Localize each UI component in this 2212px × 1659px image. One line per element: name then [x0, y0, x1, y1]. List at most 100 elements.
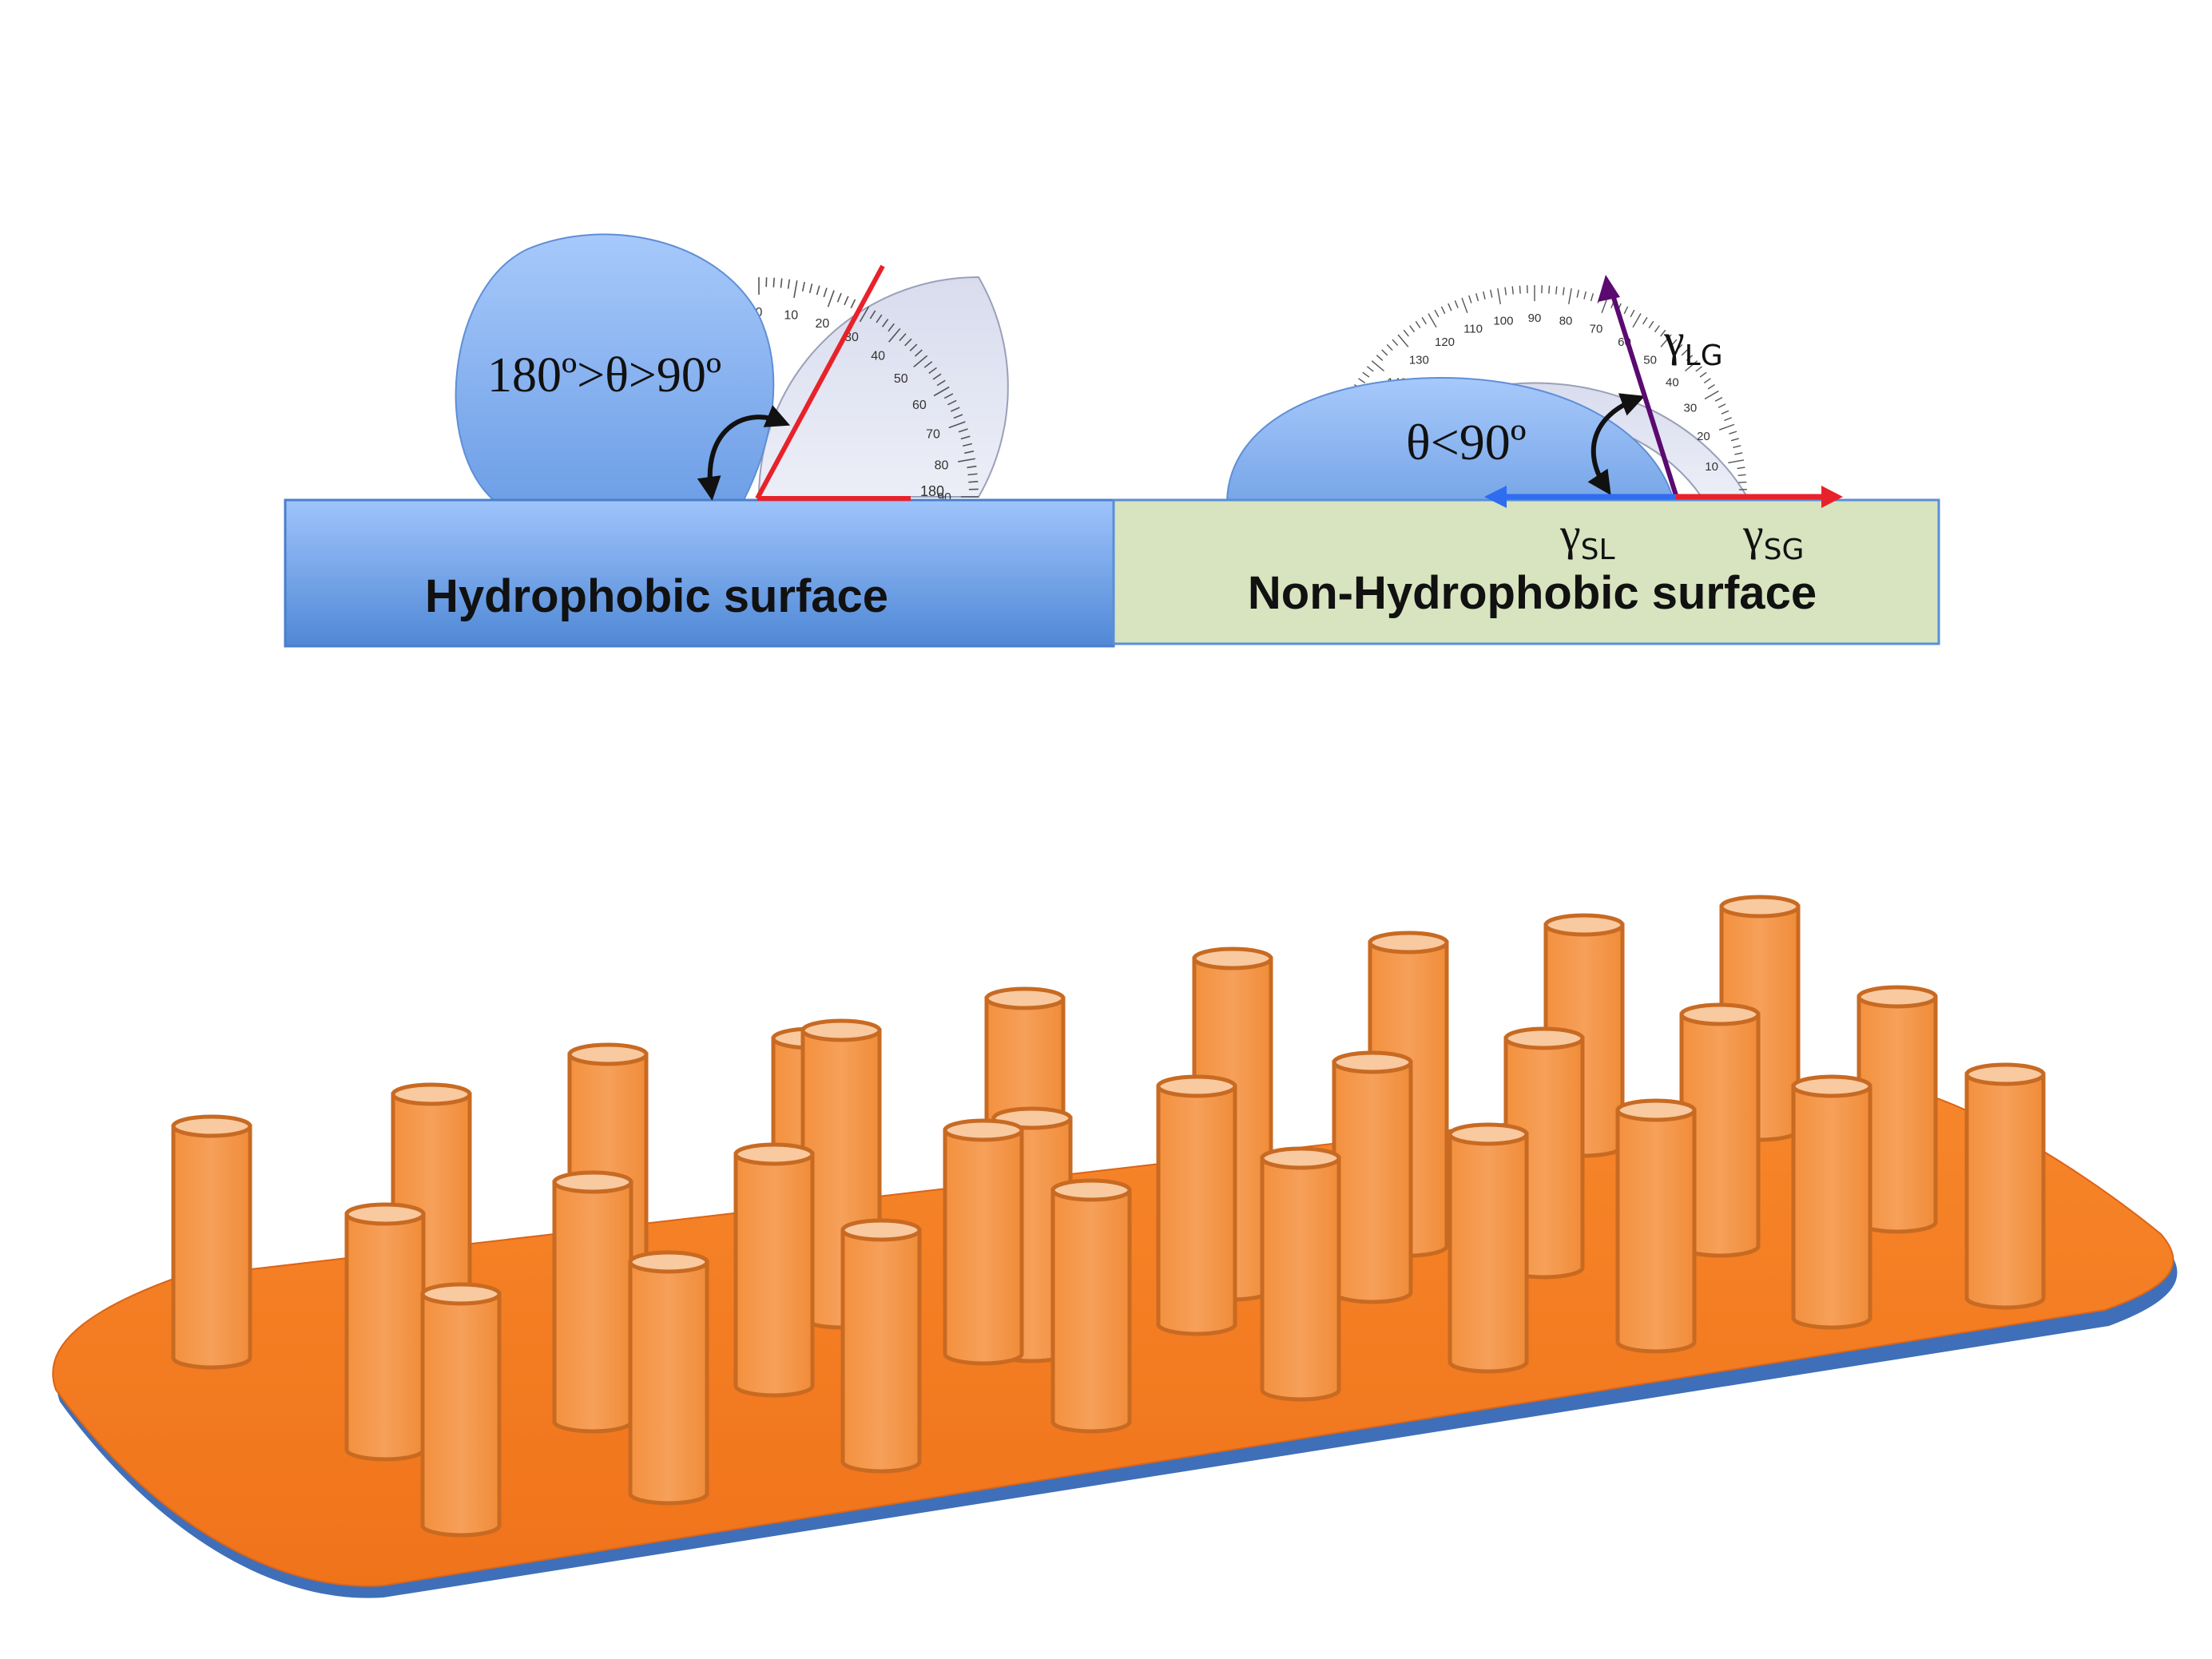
protractor-right-tick	[1448, 304, 1452, 311]
pillar-body	[1618, 1110, 1694, 1351]
pillar-cap	[1722, 897, 1798, 916]
protractor-right-tick	[1708, 385, 1714, 389]
protractor-left-tick	[824, 288, 827, 296]
pillar-body	[1450, 1134, 1527, 1371]
protractor-right-tick	[1728, 460, 1744, 462]
pillar	[1158, 1077, 1235, 1334]
pillar-cap	[423, 1284, 499, 1304]
protractor-right-tick	[1733, 446, 1741, 447]
protractor-right-label: 50	[1643, 354, 1657, 367]
protractor-right-tick	[1505, 288, 1506, 296]
protractor-right-tick	[1358, 379, 1364, 383]
pillar-cap	[1370, 933, 1447, 952]
protractor-right-tick	[1705, 391, 1718, 399]
pillar-cap	[1546, 915, 1622, 935]
protractor-right-label: 100	[1493, 314, 1513, 327]
protractor-right-tick	[1428, 314, 1436, 327]
pillar	[1793, 1077, 1870, 1328]
protractor-right-tick	[1700, 372, 1706, 377]
protractor-left-tick	[803, 282, 804, 292]
protractor-left-label: 20	[815, 317, 829, 331]
pillar	[945, 1121, 1022, 1363]
pillar	[630, 1252, 707, 1503]
protractor-right-tick	[1731, 439, 1739, 441]
protractor-right-tick	[1722, 411, 1729, 414]
pillar-cap	[554, 1173, 631, 1192]
pillar	[736, 1145, 812, 1395]
protractor-right-tick	[1549, 286, 1550, 294]
protractor-left-tick	[838, 293, 841, 302]
protractor-right-tick	[1387, 344, 1392, 350]
protractor-right-tick	[1422, 317, 1426, 323]
protractor-right-tick	[1719, 424, 1734, 430]
protractor-right-tick	[1398, 335, 1408, 347]
protractor-right-label: 130	[1409, 354, 1429, 367]
pillar-body	[1158, 1086, 1235, 1334]
protractor-right-tick	[1455, 300, 1458, 308]
protractor-right-tick	[1491, 290, 1492, 298]
pillar-body	[736, 1154, 812, 1395]
pillar	[554, 1173, 631, 1431]
protractor-right-tick	[1404, 330, 1408, 336]
protractor-right-tick	[1624, 307, 1627, 314]
non-hydrophobic-angle-label: θ<90º	[1406, 414, 1527, 470]
hydrophobic-panel: 0102030405060708090 180 Hydrophobic surf…	[285, 234, 1114, 646]
pillar	[1450, 1125, 1527, 1371]
protractor-right-tick	[1363, 372, 1369, 377]
protractor-left-tick	[816, 286, 819, 296]
pillar-cap	[173, 1117, 250, 1136]
pillar-cap	[1158, 1077, 1235, 1096]
pillar	[1053, 1181, 1130, 1431]
protractor-right-tick	[1569, 288, 1571, 304]
protractor-right-tick	[1441, 307, 1444, 314]
protractor-right-tick	[1410, 326, 1415, 332]
protractor-right-tick	[1734, 453, 1742, 454]
pillar	[423, 1284, 499, 1535]
protractor-right-label: 80	[1559, 314, 1573, 327]
pillar-cap	[987, 989, 1063, 1008]
protractor-right-tick	[1469, 296, 1471, 304]
pillar-cap	[1682, 1005, 1758, 1024]
protractor-right-tick	[1435, 310, 1439, 317]
protractor-left-end-label: 180	[920, 483, 944, 499]
pillar	[843, 1220, 919, 1471]
pillar-cap	[570, 1045, 646, 1064]
pillar-cap	[630, 1252, 707, 1272]
protractor-right-tick	[1382, 350, 1388, 355]
protractor-left-tick	[851, 300, 855, 308]
non-hydrophobic-panel: 1020304050607080901001101201301401501601…	[1114, 275, 1939, 644]
pillar	[1262, 1149, 1339, 1399]
pillar	[347, 1205, 423, 1459]
protractor-left-tick	[780, 279, 781, 288]
protractor-left-tick	[844, 296, 848, 305]
pillar-cap	[347, 1205, 423, 1224]
protractor-right-tick	[1630, 310, 1634, 317]
pillar-cap	[1506, 1029, 1583, 1048]
protractor-right-tick	[1738, 474, 1746, 475]
protractor-left-tick	[794, 280, 797, 298]
protractor-right-tick	[1392, 339, 1398, 345]
pillar-body	[1053, 1190, 1130, 1431]
pillar-array	[53, 897, 2177, 1598]
protractor-right-tick	[1372, 361, 1384, 371]
protractor-left-label: 80	[935, 459, 949, 473]
protractor-right-tick	[1654, 326, 1659, 332]
pillar-body	[1334, 1062, 1411, 1302]
gamma-lg-arrowhead	[1598, 275, 1620, 302]
protractor-right-label: 10	[1705, 460, 1718, 474]
pillar-cap	[945, 1121, 1022, 1140]
pillar-cap	[1194, 949, 1271, 968]
protractor-right-tick	[1633, 314, 1641, 327]
pillar-cap	[1334, 1053, 1411, 1072]
protractor-right-tick	[1519, 286, 1520, 294]
pillar	[1618, 1101, 1694, 1351]
protractor-right-tick	[1367, 367, 1373, 371]
pillar-cap	[1967, 1065, 2043, 1084]
pillar-body	[554, 1182, 631, 1431]
protractor-left: 0102030405060708090 180	[756, 277, 1008, 505]
pillar-cap	[736, 1145, 812, 1164]
protractor-left-label: 50	[894, 372, 908, 386]
protractor-right-tick	[1483, 292, 1485, 300]
protractor-left-label: 60	[912, 399, 927, 412]
protractor-right-label: 90	[1528, 312, 1542, 325]
